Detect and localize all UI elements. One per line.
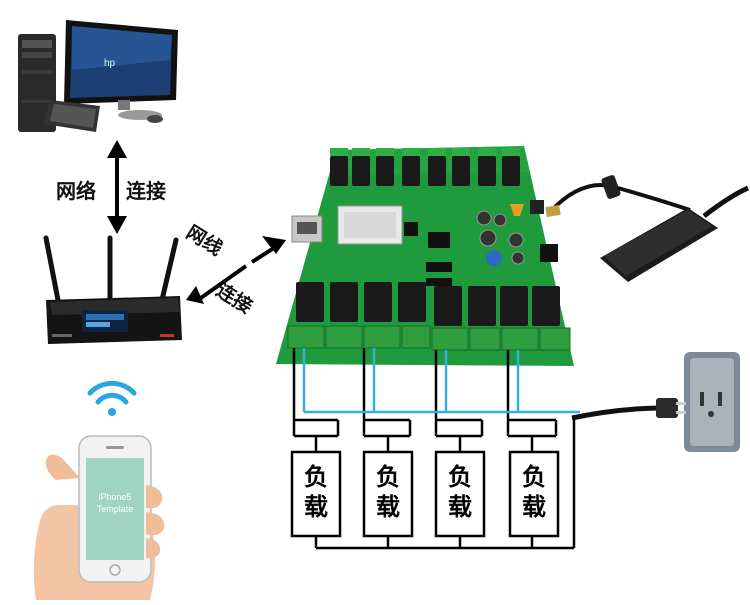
power-plug-icon [571, 398, 686, 421]
phone-screen-line-2: Template [96, 504, 134, 514]
router-icon [43, 235, 182, 344]
wifi-icon [87, 380, 137, 416]
phone-screen-line-1: iPhone5 [98, 492, 132, 502]
network-connection-label-left: 网络 [56, 179, 96, 203]
desktop-computer-icon: hp [18, 20, 178, 132]
smartphone-in-hand-icon [33, 435, 165, 600]
black-wires [292, 348, 576, 550]
load-boxes [290, 450, 560, 538]
load-box-1 [290, 450, 342, 538]
wall-outlet-icon [684, 352, 740, 452]
network-double-arrow [107, 140, 127, 234]
load-label-1: 负载 [304, 463, 328, 521]
load-box-4 [508, 450, 560, 538]
load-label-3: 负载 [448, 463, 472, 521]
blue-wires [302, 348, 580, 414]
load-label-2: 负载 [376, 463, 400, 521]
network-connection-label-right: 连接 [126, 179, 166, 203]
cable-double-arrow [186, 236, 286, 304]
power-adapter-icon [545, 175, 750, 282]
relay-board [276, 146, 574, 366]
load-label-4: 负载 [522, 463, 546, 521]
svg-text:hp: hp [104, 58, 116, 69]
load-connectors [292, 420, 558, 452]
